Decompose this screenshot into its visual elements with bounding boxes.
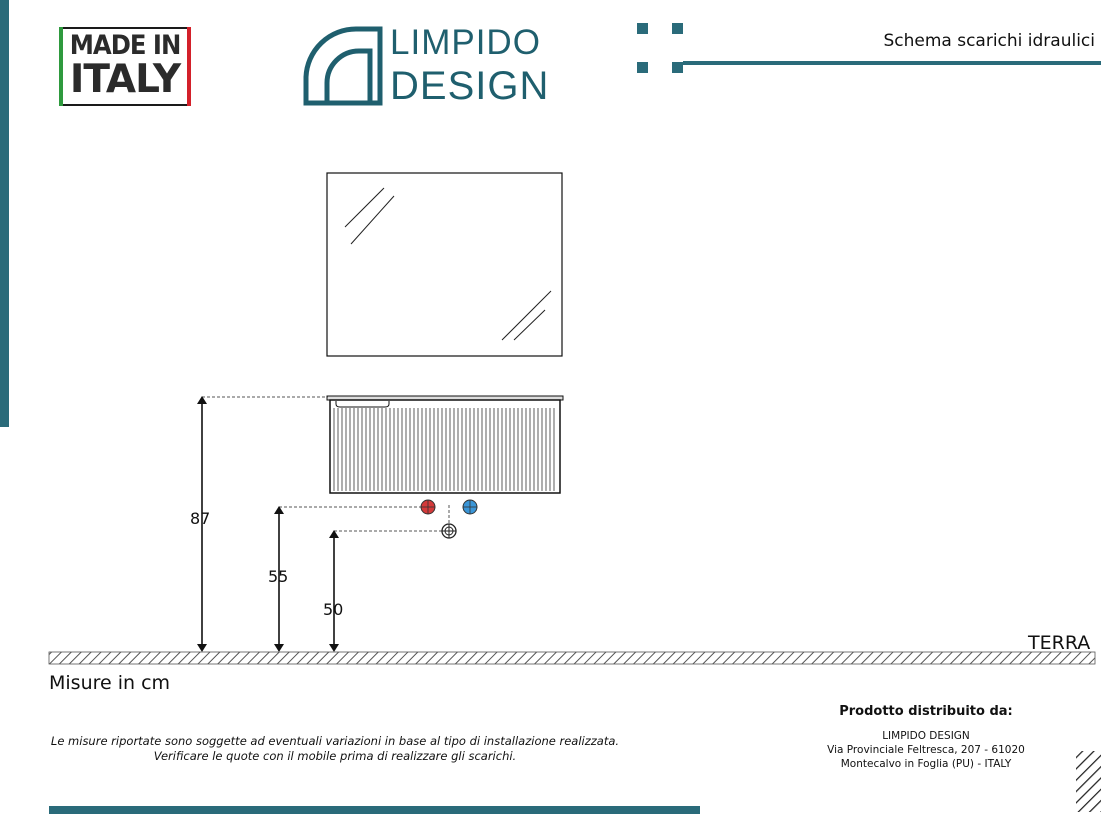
mirror <box>326 172 563 357</box>
units-label: Misure in cm <box>49 672 171 694</box>
vanity-cabinet <box>326 395 564 494</box>
cold-water-inlet <box>462 499 478 515</box>
corner-hatch-decoration <box>1076 751 1101 812</box>
disclaimer-line2: Verificare le quote con il mobile prima … <box>153 749 517 763</box>
distributor-title: Prodotto distribuito da: <box>839 704 1013 719</box>
drain-outlet <box>441 523 457 539</box>
brand-name-line2: DESIGN <box>390 64 550 108</box>
italy-text: ITALY <box>69 57 181 102</box>
distributor-address-block: LIMPIDO DESIGN Via Provinciale Feltresca… <box>806 729 1046 771</box>
header-square <box>672 62 683 73</box>
ground-line <box>48 651 1096 665</box>
distributor-street: Via Provinciale Feltresca, 207 - 61020 <box>827 744 1025 756</box>
distributor-city: Montecalvo in Foglia (PU) - ITALY <box>840 758 1012 770</box>
document-title: Schema scarichi idraulici <box>883 31 1095 51</box>
flag-red-stripe <box>187 27 191 106</box>
disclaimer-line1: Le misure riportate sono soggette ad eve… <box>50 734 620 748</box>
header-square <box>672 23 683 34</box>
ground-label: TERRA <box>1028 632 1091 654</box>
dimension-label-87: 87 <box>190 509 211 528</box>
footer-accent-bar <box>49 806 700 814</box>
distributor-name: LIMPIDO DESIGN <box>882 730 970 742</box>
brand-name-line1: LIMPIDO <box>390 23 541 62</box>
limpido-logo-icon <box>303 26 383 106</box>
disclaimer-note: Le misure riportate sono soggette ad eve… <box>30 734 640 764</box>
left-accent-bar <box>0 0 9 427</box>
dimension-label-55: 55 <box>268 567 289 586</box>
header-square <box>637 23 648 34</box>
header-square <box>637 62 648 73</box>
made-in-text: MADE IN <box>69 30 182 61</box>
hot-water-inlet <box>420 499 436 515</box>
flag-green-stripe <box>59 27 63 106</box>
header-rule <box>683 61 1101 65</box>
dimension-label-50: 50 <box>323 600 344 619</box>
